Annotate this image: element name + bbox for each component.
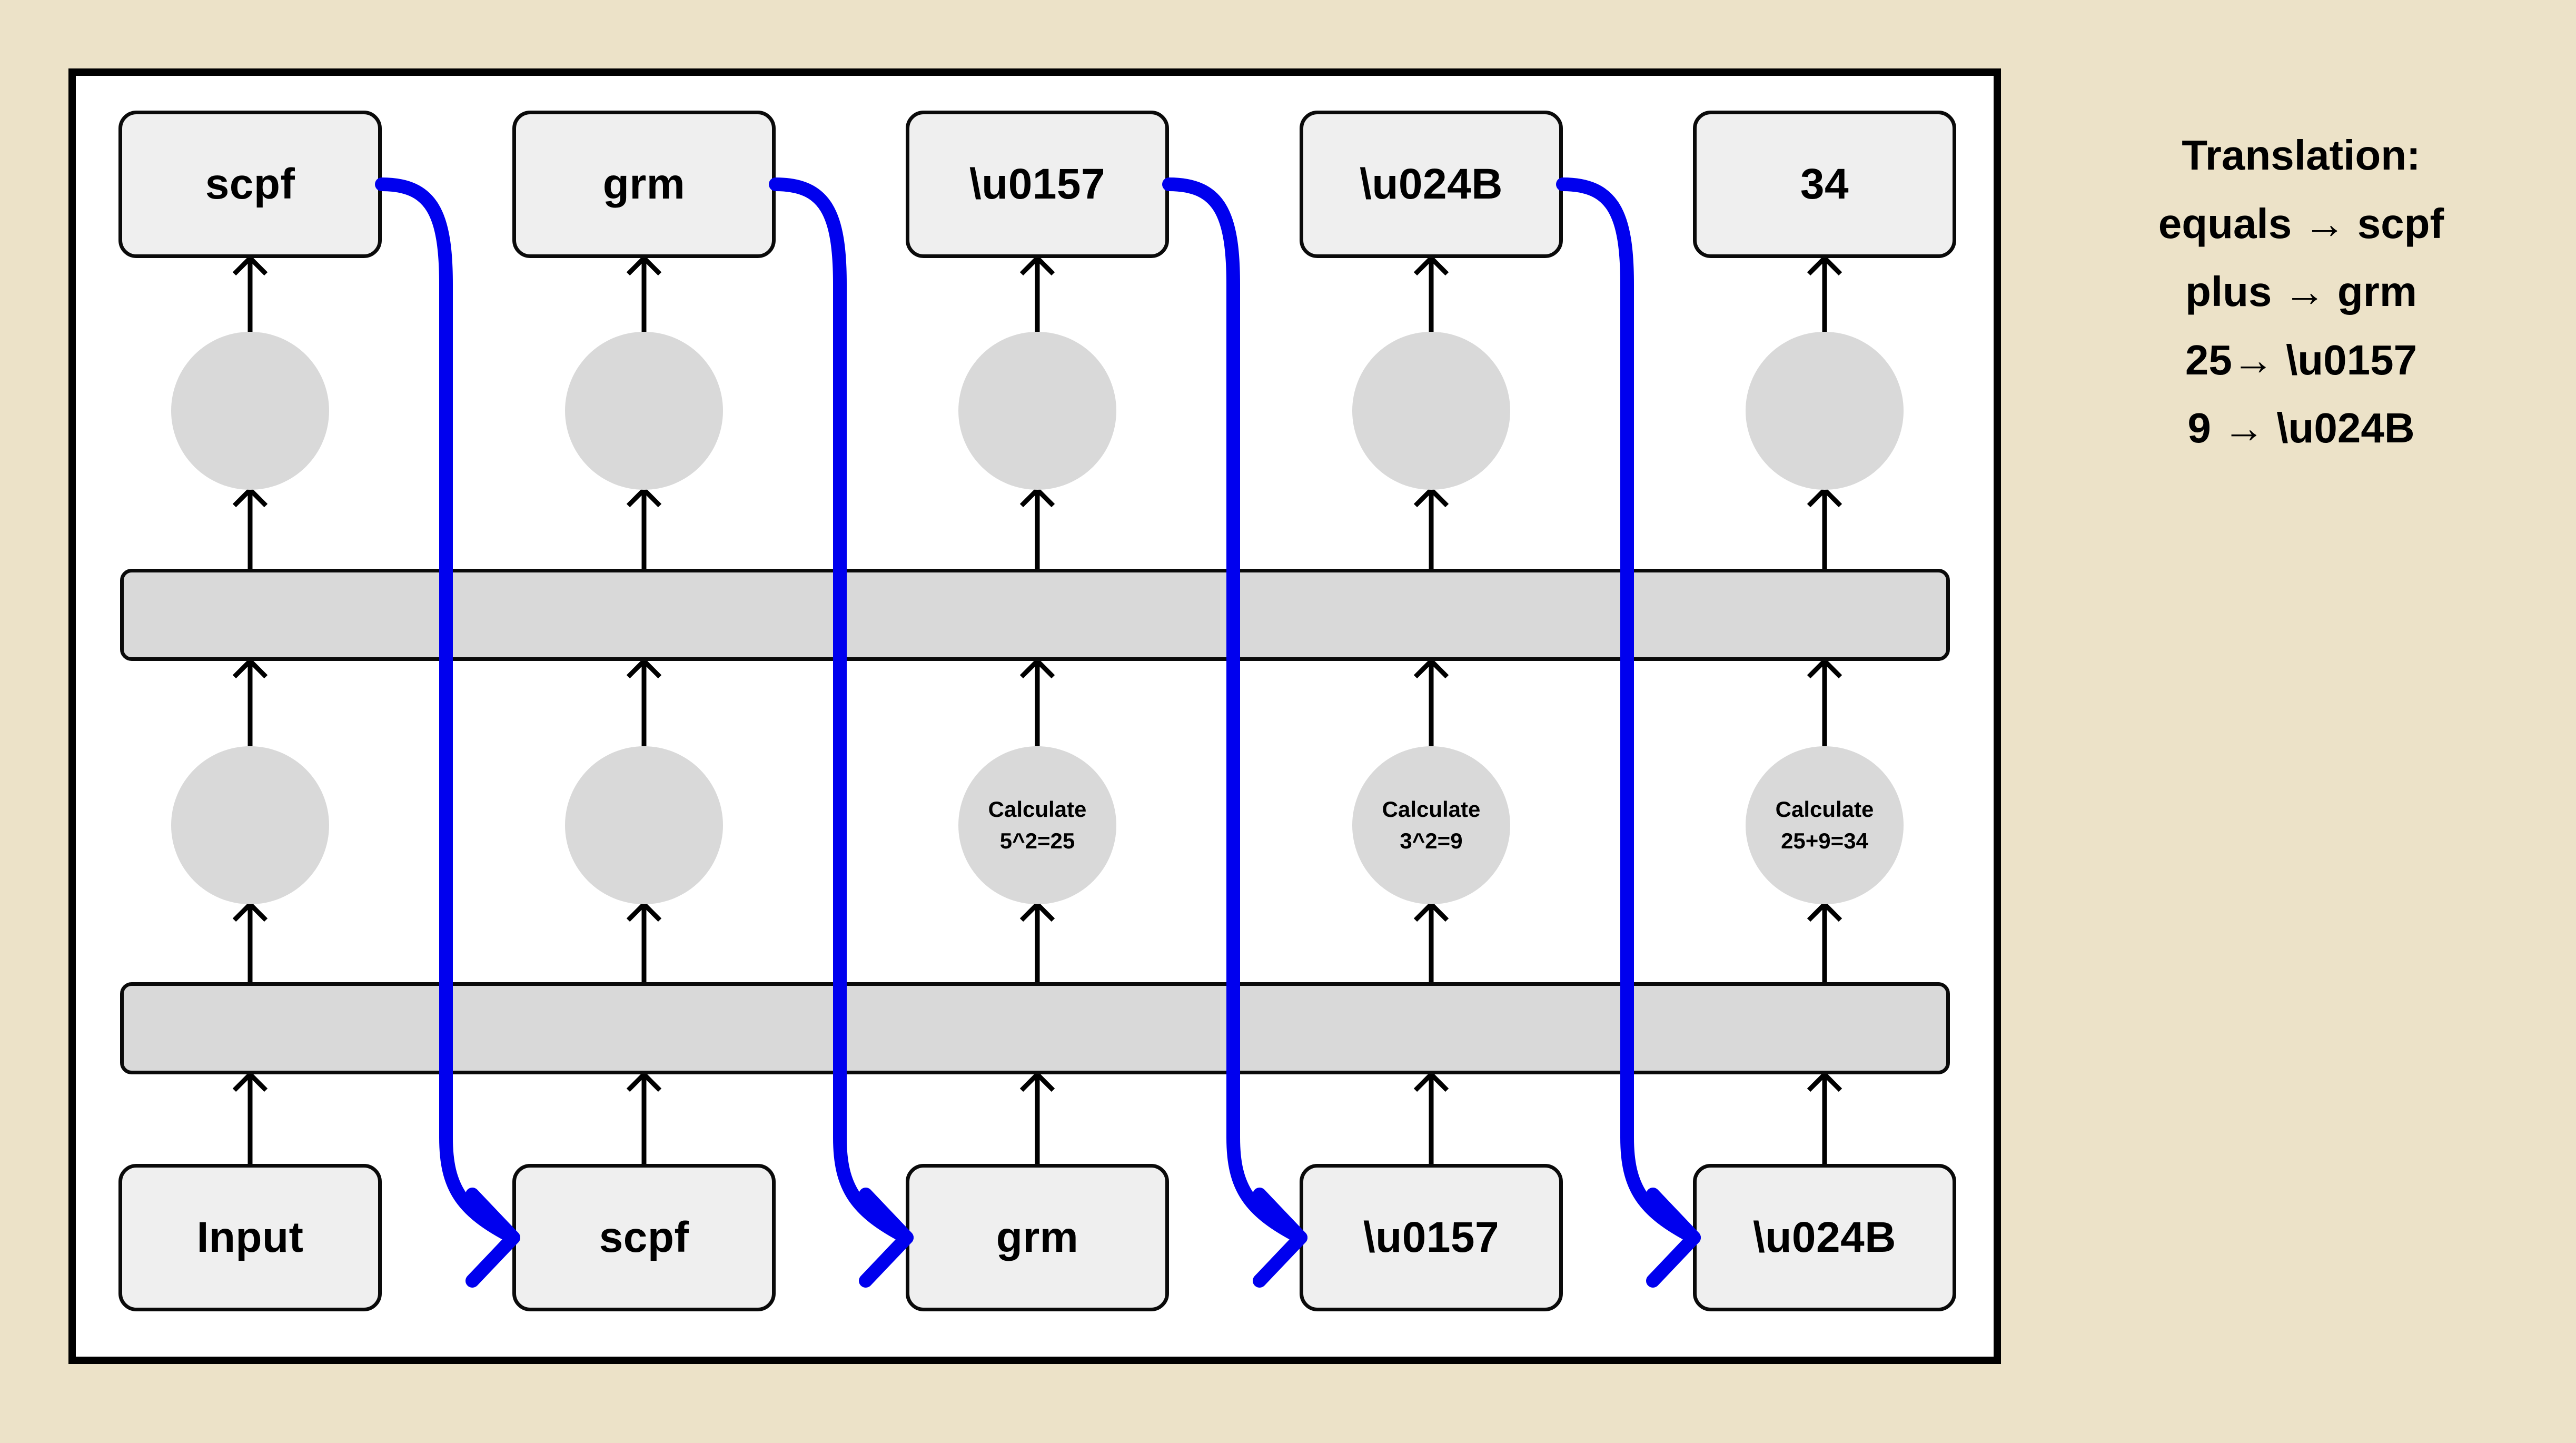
output-token-3[interactable]: \u024B xyxy=(1300,111,1563,258)
upper-node-3 xyxy=(1352,332,1510,490)
input-token-1[interactable]: scpf xyxy=(512,1164,776,1311)
lower-node-4: Calculate 25+9=34 xyxy=(1746,746,1904,904)
lower-node-0 xyxy=(171,746,329,904)
output-token-0[interactable]: scpf xyxy=(118,111,382,258)
upper-node-1 xyxy=(565,332,723,490)
lower-node-3-line2: 3^2=9 xyxy=(1400,828,1463,853)
translation-legend: Translation: equals → scpf plus → grm 25… xyxy=(2054,121,2549,462)
lower-node-2-line2: 5^2=25 xyxy=(999,828,1075,853)
lower-node-1 xyxy=(565,746,723,904)
legend-line-1: plus → grm xyxy=(2185,268,2418,315)
input-token-4[interactable]: \u024B xyxy=(1693,1164,1956,1311)
lower-node-2: Calculate 5^2=25 xyxy=(958,746,1116,904)
lower-attention-bar xyxy=(120,982,1950,1074)
upper-node-4 xyxy=(1746,332,1904,490)
legend-line-2: 25→ \u0157 xyxy=(2185,336,2418,383)
legend-line-0: equals → scpf xyxy=(2158,200,2444,247)
input-token-3[interactable]: \u0157 xyxy=(1300,1164,1563,1311)
input-token-0[interactable]: Input xyxy=(118,1164,382,1311)
upper-node-2 xyxy=(958,332,1116,490)
lower-node-4-line2: 25+9=34 xyxy=(1781,828,1868,853)
upper-attention-bar xyxy=(120,569,1950,661)
legend-title: Translation: xyxy=(2182,132,2421,179)
output-token-4[interactable]: 34 xyxy=(1693,111,1956,258)
output-token-1[interactable]: grm xyxy=(512,111,776,258)
input-token-2[interactable]: grm xyxy=(906,1164,1169,1311)
lower-node-2-line1: Calculate xyxy=(988,797,1087,822)
lower-node-4-line1: Calculate xyxy=(1775,797,1874,822)
upper-node-0 xyxy=(171,332,329,490)
lower-node-3-line1: Calculate xyxy=(1382,797,1481,822)
output-token-2[interactable]: \u0157 xyxy=(906,111,1169,258)
lower-node-3: Calculate 3^2=9 xyxy=(1352,746,1510,904)
legend-line-3: 9 → \u024B xyxy=(2187,404,2415,452)
